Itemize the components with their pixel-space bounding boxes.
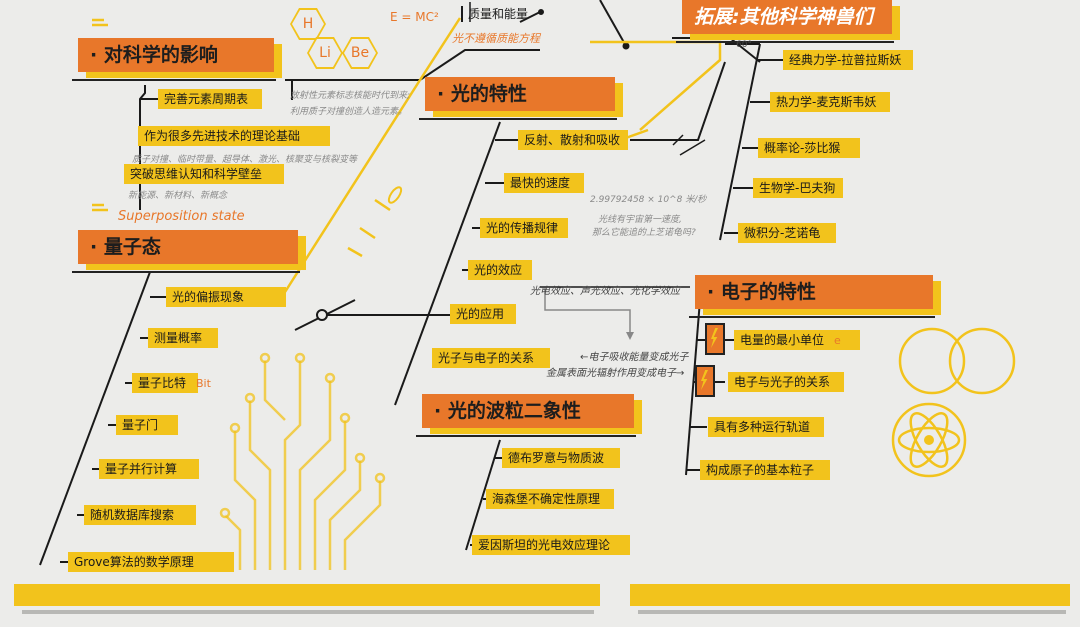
light-propagation-note-2: 那么它能追的上芝诺龟吗? [592,228,696,238]
quantum-header: · 量子态 [72,230,306,273]
light-item-effect: 光的效应 [468,260,532,280]
lightning-icon [705,323,725,355]
bottom-bar-right [630,584,1070,606]
science-note-new-stuff: 新能源、新材料、新概念 [128,191,228,201]
bottom-shadow-right [638,610,1066,614]
light-speed-note: 2.99792458 × 10^8 米/秒 [590,195,707,205]
science-note-radioactive: 放射性元素标志核能时代到来; [290,91,411,101]
science-item-breakthrough: 突破思维认知和科学壁垒 [124,164,284,184]
beasts-angle-label: 60° [736,40,752,50]
quantum-item-polarization: 光的偏振现象 [166,287,286,307]
light-photon-note-1: ←电子吸收能量变成光子 [580,352,689,363]
science-note-collision: 利用质子对撞创造人造元素。 [290,107,408,117]
electron-header: · 电子的特性 [689,275,941,318]
light-propagation-note-1: 光线有宇宙第一速度, [598,215,682,225]
quantum-item-grover: Grove算法的数学原理 [68,552,234,572]
lightning-icon [695,365,715,397]
beasts-header: 拓展:其他科学神兽们 [676,0,900,43]
light-item-photon-electron: 光子与电子的关系 [432,348,550,368]
light-header: · 光的特性 [419,77,623,120]
quantum-item-gate: 量子门 [116,415,178,435]
mass-energy-note: 光不遵循质能方程 [452,32,540,45]
light-item-application: 光的应用 [450,304,516,324]
formula-label: E = MC² [390,10,439,24]
beast-item-maxwell: 热力学-麦克斯韦妖 [770,92,890,112]
light-photon-note-2: 金属表面光辐射作用变成电子→ [546,368,685,379]
electron-item-photon: 电子与光子的关系 [728,372,844,392]
quantum-item-measurement: 测量概率 [148,328,218,348]
light-item-reflection: 反射、散射和吸收 [518,130,628,150]
beast-item-pavlov: 生物学-巴夫狗 [753,178,843,198]
mass-energy-label: 质量和能量 [468,7,529,21]
beast-item-probability: 概率论-莎比猴 [758,138,860,158]
science-impact-header: · 对科学的影响 [72,38,282,81]
beast-item-laplace: 经典力学-拉普拉斯妖 [783,50,913,70]
quantum-subtitle: Superposition state [118,209,245,224]
science-item-periodic-table: 完善元素周期表 [158,89,262,109]
electron-charge-symbol: e [834,334,841,347]
wave-item-heisenberg: 海森堡不确定性原理 [486,489,614,509]
quantum-item-search: 随机数据库搜索 [84,505,196,525]
science-item-tech-foundation: 作为很多先进技术的理论基础 [138,126,330,146]
beast-item-zeno: 微积分-芝诺龟 [738,223,836,243]
wave-item-einstein: 爱因斯坦的光电效应理论 [472,535,630,555]
wave-item-de-broglie: 德布罗意与物质波 [502,448,620,468]
electron-item-orbits: 具有多种运行轨道 [708,417,824,437]
electron-item-atom: 构成原子的基本粒子 [700,460,830,480]
light-effect-note: 光电效应、声光效应、光化学效应 [530,286,680,297]
electron-item-charge: 电量的最小单位 [734,330,860,350]
wave-particle-header: · 光的波粒二象性 [416,394,642,437]
light-item-speed: 最快的速度 [504,173,584,193]
quantum-item-qubit: 量子比特 [132,373,198,393]
science-note-technologies: 质子对撞、临时带量、超导体、激光、核聚变与核裂变等 [132,155,358,165]
quantum-item-parallel: 量子并行计算 [99,459,199,479]
light-item-propagation: 光的传播规律 [480,218,568,238]
bottom-shadow-left [22,610,594,614]
bottom-bar-left [14,584,600,606]
qubit-bit-note: Bit [196,377,211,390]
